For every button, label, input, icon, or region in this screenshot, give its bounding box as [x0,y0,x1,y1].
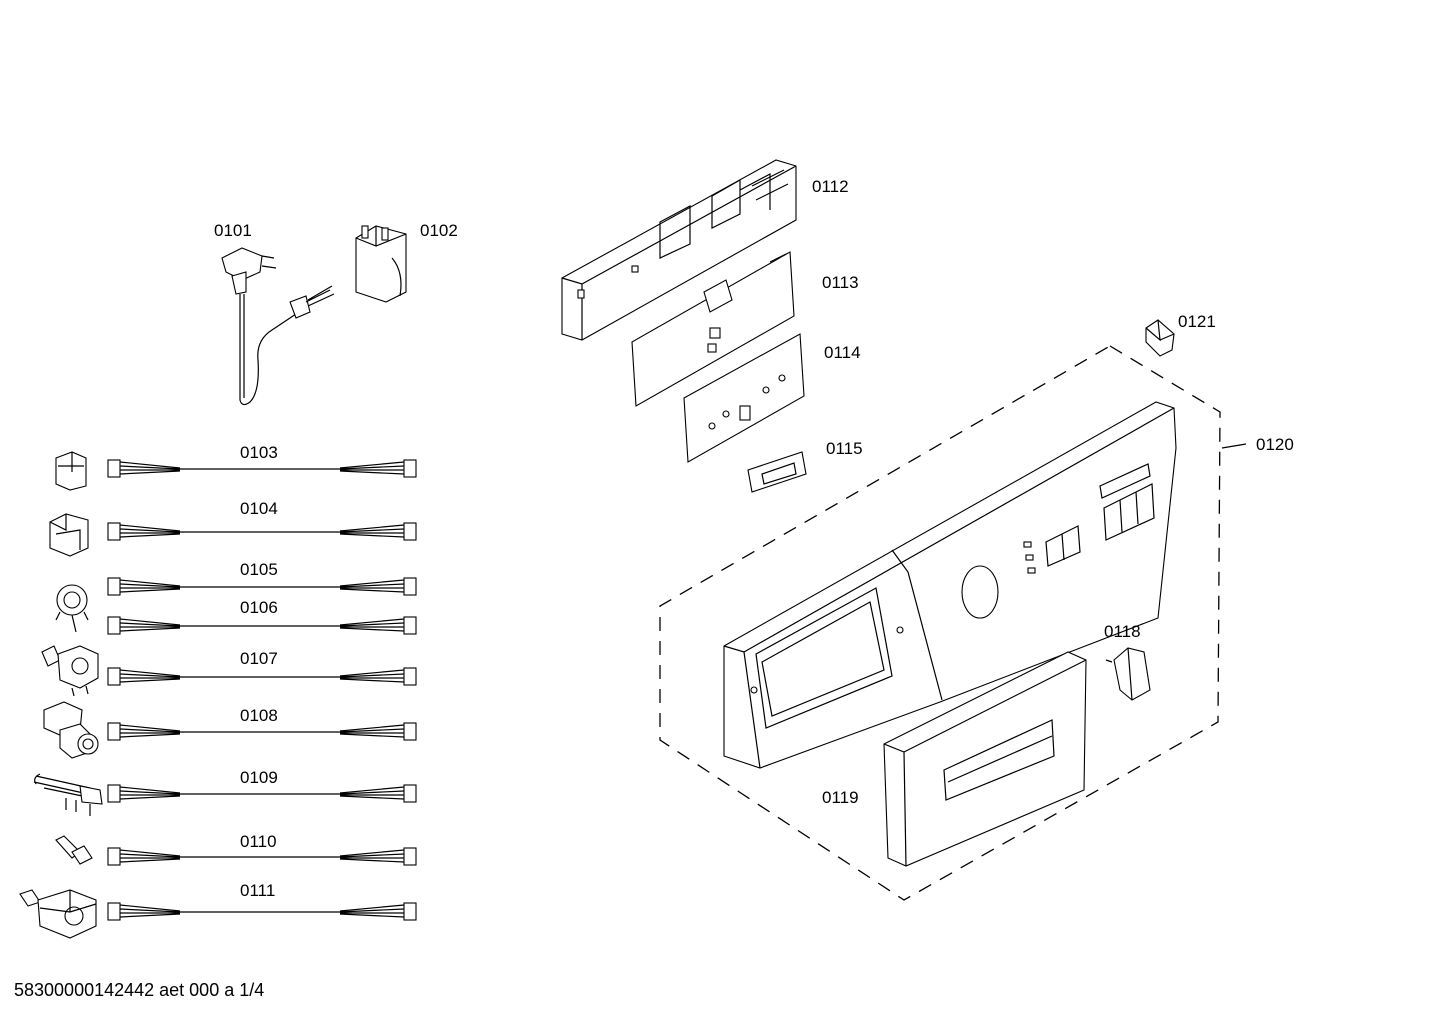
display-lens-part [747,451,807,493]
control-board-part [631,251,795,407]
program-knob-part [1105,647,1151,701]
part-label-0118: 0118 [1104,622,1141,641]
assembly-outline-0120 [659,345,1221,901]
part-label-0112: 0112 [812,177,849,196]
part-label-0102: 0102 [420,221,458,240]
cable-harness-0111 [19,889,417,939]
part-label-0104: 0104 [240,499,278,518]
part-label-0115: 0115 [826,439,863,458]
part-label-0108: 0108 [240,706,278,725]
cable-harness-0108 [43,701,417,759]
control-panel-fascia [723,401,1177,769]
cable-harness-0104 [49,513,417,557]
cable-harness-0106 [107,616,417,635]
interference-filter-part [355,225,407,303]
power-cord-part [221,247,335,406]
cable-harness-0110 [55,835,417,866]
clip-part [1145,319,1175,357]
drawer-handle-part [883,651,1087,867]
part-label-0121: 0121 [1178,312,1216,331]
part-label-0119: 0119 [822,788,859,807]
cable-harness-0107 [41,645,417,697]
part-label-0110: 0110 [240,832,277,851]
part-label-0101: 0101 [214,221,252,240]
part-label-0113: 0113 [822,273,859,292]
part-label-0107: 0107 [240,649,278,668]
pcb-housing-part [561,159,797,341]
document-footer-code: 58300000142442 aet 000 a 1/4 [14,980,265,1000]
part-label-0106: 0106 [240,598,278,617]
cable-harness-0105 [55,577,417,633]
part-label-0109: 0109 [240,768,278,787]
cable-harness-0109 [33,773,417,816]
part-label-0120: 0120 [1256,435,1294,454]
part-label-0105: 0105 [240,560,278,579]
cable-harness-0103 [55,451,417,491]
part-label-0111: 0111 [240,881,275,900]
part-label-0114: 0114 [824,343,861,362]
display-board-part [683,333,805,463]
part-label-0103: 0103 [240,443,278,462]
